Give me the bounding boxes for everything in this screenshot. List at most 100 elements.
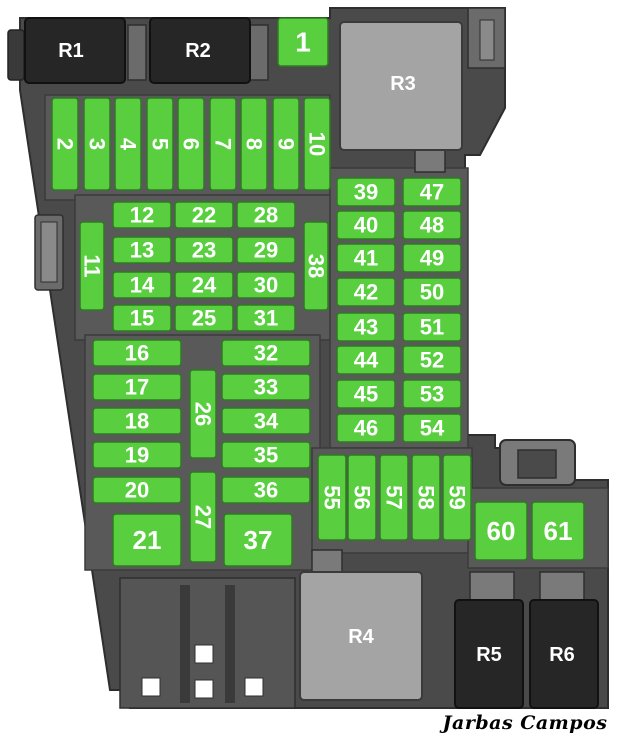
fuse-22-label: 22 <box>192 203 216 228</box>
fuse-40: 40 <box>336 210 396 240</box>
fuse-34: 34 <box>221 407 311 435</box>
fuse-31-label: 31 <box>254 306 278 331</box>
fuse-61-label: 61 <box>544 516 573 546</box>
fuse-43-body <box>336 312 396 342</box>
fuse-25-label: 25 <box>192 306 216 331</box>
fuse-36: 36 <box>221 476 311 504</box>
fuse-30-label: 30 <box>254 273 278 298</box>
fuse-3: 3 <box>83 97 111 191</box>
fuse-9: 9 <box>272 97 300 191</box>
fuse-13-label: 13 <box>130 238 154 263</box>
fuse-11: 11 <box>79 221 105 311</box>
fuse-54: 54 <box>402 413 462 443</box>
fuse-10-body <box>303 97 331 191</box>
fuse-47-label: 47 <box>420 180 444 205</box>
fuse-20-body <box>92 476 182 504</box>
fuse-59: 59 <box>442 454 472 541</box>
fuse-57-label: 57 <box>382 485 407 509</box>
fuse-26-body <box>189 369 217 459</box>
fuse-12-label: 12 <box>130 203 154 228</box>
fuse-8: 8 <box>240 97 268 191</box>
fuse-15-label: 15 <box>130 306 154 331</box>
fuse-49-body <box>402 243 462 273</box>
fuse-49: 49 <box>402 243 462 273</box>
fuse-59-label: 59 <box>445 485 470 509</box>
fuse-46-label: 46 <box>354 416 378 441</box>
fuse-21-label: 21 <box>133 525 162 555</box>
fuse-19-label: 19 <box>125 443 149 468</box>
fuse-47: 47 <box>402 177 462 207</box>
fuse-32-body <box>221 339 311 367</box>
fuse-37: 37 <box>223 513 293 567</box>
fuse-2-body <box>51 97 79 191</box>
fuse-39-body <box>336 177 396 207</box>
fuse-18-label: 18 <box>125 409 149 434</box>
fuse-50-label: 50 <box>420 280 444 305</box>
fuse-42-body <box>336 277 396 307</box>
fuse-50-body <box>402 277 462 307</box>
fuse-45: 45 <box>336 379 396 409</box>
fuse-7-label: 7 <box>211 138 236 150</box>
relay-r4: R4 <box>299 571 423 701</box>
relay-r1-label: R1 <box>58 40 84 62</box>
fuse-13-body <box>112 236 172 264</box>
fuse-16: 16 <box>92 339 182 367</box>
fuse-55-label: 55 <box>320 485 345 509</box>
fuse-29-body <box>236 236 296 264</box>
fuse-45-label: 45 <box>354 382 378 407</box>
fuse-47-body <box>402 177 462 207</box>
fuse-30-body <box>236 271 296 299</box>
fuse-61: 61 <box>531 501 585 561</box>
relay-r6-label: R6 <box>549 644 575 666</box>
fuse-27-label: 27 <box>191 505 216 529</box>
fuse-10-label: 10 <box>305 132 330 156</box>
fuse-8-body <box>240 97 268 191</box>
fuse-52: 52 <box>402 345 462 375</box>
relay-r5-label: R5 <box>476 644 502 666</box>
fuse-44: 44 <box>336 345 396 375</box>
fuse-35-label: 35 <box>254 443 278 468</box>
fuse-3-body <box>83 97 111 191</box>
fuse-10: 10 <box>303 97 331 191</box>
fuse-52-body <box>402 345 462 375</box>
fuse-41-label: 41 <box>354 246 378 271</box>
relay-r1: R1 <box>24 17 126 84</box>
fuse-60-body <box>474 501 528 561</box>
fuse-26-label: 26 <box>191 402 216 426</box>
fuse-53-body <box>402 379 462 409</box>
relay-r2-label: R2 <box>185 40 211 62</box>
fuse-44-body <box>336 345 396 375</box>
fuse-24-label: 24 <box>192 273 217 298</box>
fuse-7-body <box>209 97 237 191</box>
fuse-38-body <box>303 221 329 311</box>
fuse-15-body <box>112 304 172 332</box>
fuse-22-body <box>174 201 234 229</box>
fuse-35: 35 <box>221 441 311 469</box>
fuse-17: 17 <box>92 373 182 401</box>
fuse-23: 23 <box>174 236 234 264</box>
fuse-39: 39 <box>336 177 396 207</box>
fuse-45-body <box>336 379 396 409</box>
fuse-48: 48 <box>402 210 462 240</box>
fuse-57: 57 <box>379 454 409 541</box>
fuse-41-body <box>336 243 396 273</box>
fuse-13: 13 <box>112 236 172 264</box>
relay-r2: R2 <box>149 17 251 84</box>
fuse-35-body <box>221 441 311 469</box>
fuse-24-body <box>174 271 234 299</box>
fuse-16-body <box>92 339 182 367</box>
fuse-23-body <box>174 236 234 264</box>
fuse-4-label: 4 <box>116 138 141 151</box>
fuse-58-label: 58 <box>414 485 439 509</box>
fuse-28: 28 <box>236 201 296 229</box>
fuse-8-label: 8 <box>242 138 267 150</box>
fuse-11-body <box>79 221 105 311</box>
fuse-51: 51 <box>402 312 462 342</box>
fuse-48-label: 48 <box>420 213 444 238</box>
relay-r4-label: R4 <box>348 626 374 648</box>
fuse-29-label: 29 <box>254 238 278 263</box>
relay-r3: R3 <box>339 21 463 151</box>
fuse-19: 19 <box>92 441 182 469</box>
